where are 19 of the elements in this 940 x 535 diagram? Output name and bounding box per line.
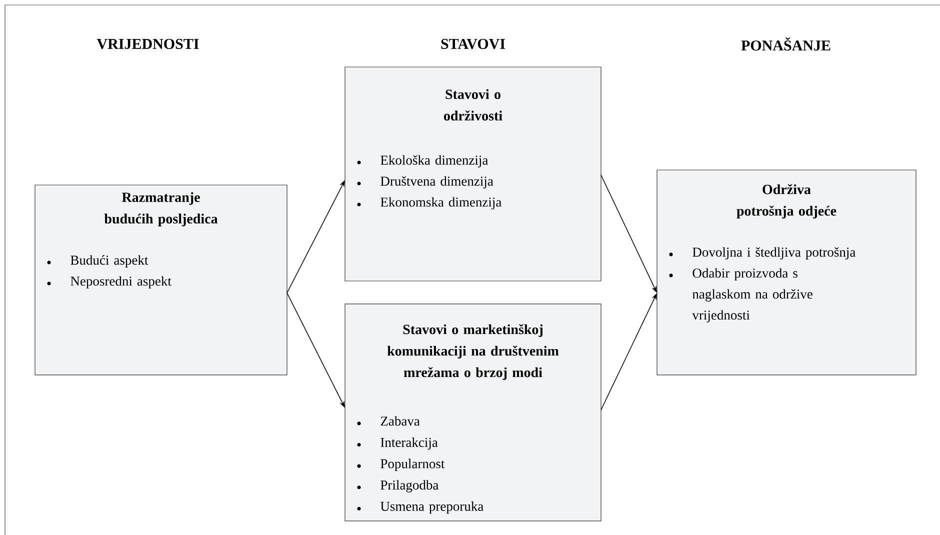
box-heading: Stavovi o održivosti <box>444 89 502 121</box>
bullet-item: Ekološka dimenzija <box>357 155 488 168</box>
bullet-item: Prilagodba <box>357 480 438 492</box>
bullet-item: Odabir proizvoda s naglaskom na održive vrijednosti <box>669 268 812 322</box>
box-heading: Stavovi o marketinškoj komunikaciji na društvenim mrežama o brzoj modi <box>387 324 559 380</box>
bullet-item: Usmena preporuka <box>357 501 484 514</box>
bullet-item: Ekonomska dimenzija <box>357 197 502 210</box>
bullet-item: Društvena dimenzija <box>357 176 494 188</box>
box-heading: Održiva potrošnja odjeće <box>736 184 836 219</box>
box-heading: Razmatranje budućih posljedica <box>104 192 218 226</box>
column-heading: VRIJEDNOSTI <box>96 38 199 50</box>
bullet-item: Budući aspekt <box>47 255 148 268</box>
bullet-item: Popularnost <box>357 458 445 472</box>
bullet-item: Neposredni aspekt <box>47 276 172 288</box>
bullet-item: Zabava <box>357 416 420 426</box>
bullet-item: Dovoljna i štedljiva potrošnja <box>669 247 856 260</box>
bullet-item: Interakcija <box>357 438 438 450</box>
column-heading: PONAŠANJE <box>741 37 830 51</box>
column-heading: STAVOVI <box>441 38 505 50</box>
